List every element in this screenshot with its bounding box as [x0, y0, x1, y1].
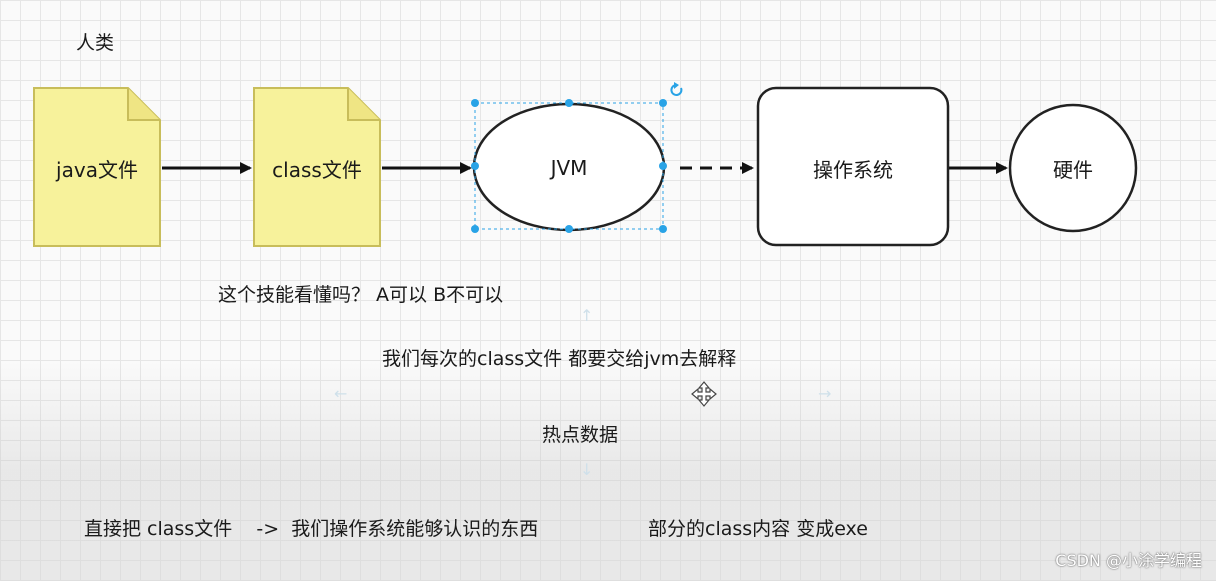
rotate-handle-icon[interactable] [670, 82, 683, 96]
convert-left-text: 直接把 class文件 -> 我们操作系统能够认识的东西 [84, 518, 539, 540]
java-file-node[interactable] [33, 87, 161, 247]
ghost-arrow-left-icon: ← [334, 384, 348, 403]
move-cursor-icon [691, 381, 717, 407]
hardware-node[interactable] [1008, 103, 1138, 233]
resize-handle[interactable] [659, 99, 667, 107]
convert-right-text: 部分的class内容 变成exe [648, 518, 868, 540]
ghost-arrow-down-icon: ↓ [580, 460, 594, 479]
class-file-node[interactable] [253, 87, 381, 247]
resize-handle[interactable] [471, 162, 479, 170]
resize-handle[interactable] [565, 99, 573, 107]
resize-handle[interactable] [659, 225, 667, 233]
hotspot-text: 热点数据 [542, 424, 619, 446]
resize-handle[interactable] [471, 99, 479, 107]
selection-box[interactable] [471, 82, 683, 233]
resize-handle[interactable] [659, 162, 667, 170]
diagram-title: 人类 [76, 32, 115, 54]
ghost-arrow-up-icon: ↑ [580, 306, 594, 325]
question-text: 这个技能看懂吗？ A可以 B不可以 [218, 284, 504, 306]
resize-handle[interactable] [471, 225, 479, 233]
os-node[interactable] [756, 86, 950, 247]
resize-handle[interactable] [565, 225, 573, 233]
csdn-watermark: CSDN @小涂学编程 [1055, 551, 1202, 570]
explain-text: 我们每次的class文件 都要交给jvm去解释 [382, 348, 737, 370]
ghost-arrow-right-icon: → [818, 384, 832, 403]
jvm-node[interactable] [472, 102, 666, 232]
